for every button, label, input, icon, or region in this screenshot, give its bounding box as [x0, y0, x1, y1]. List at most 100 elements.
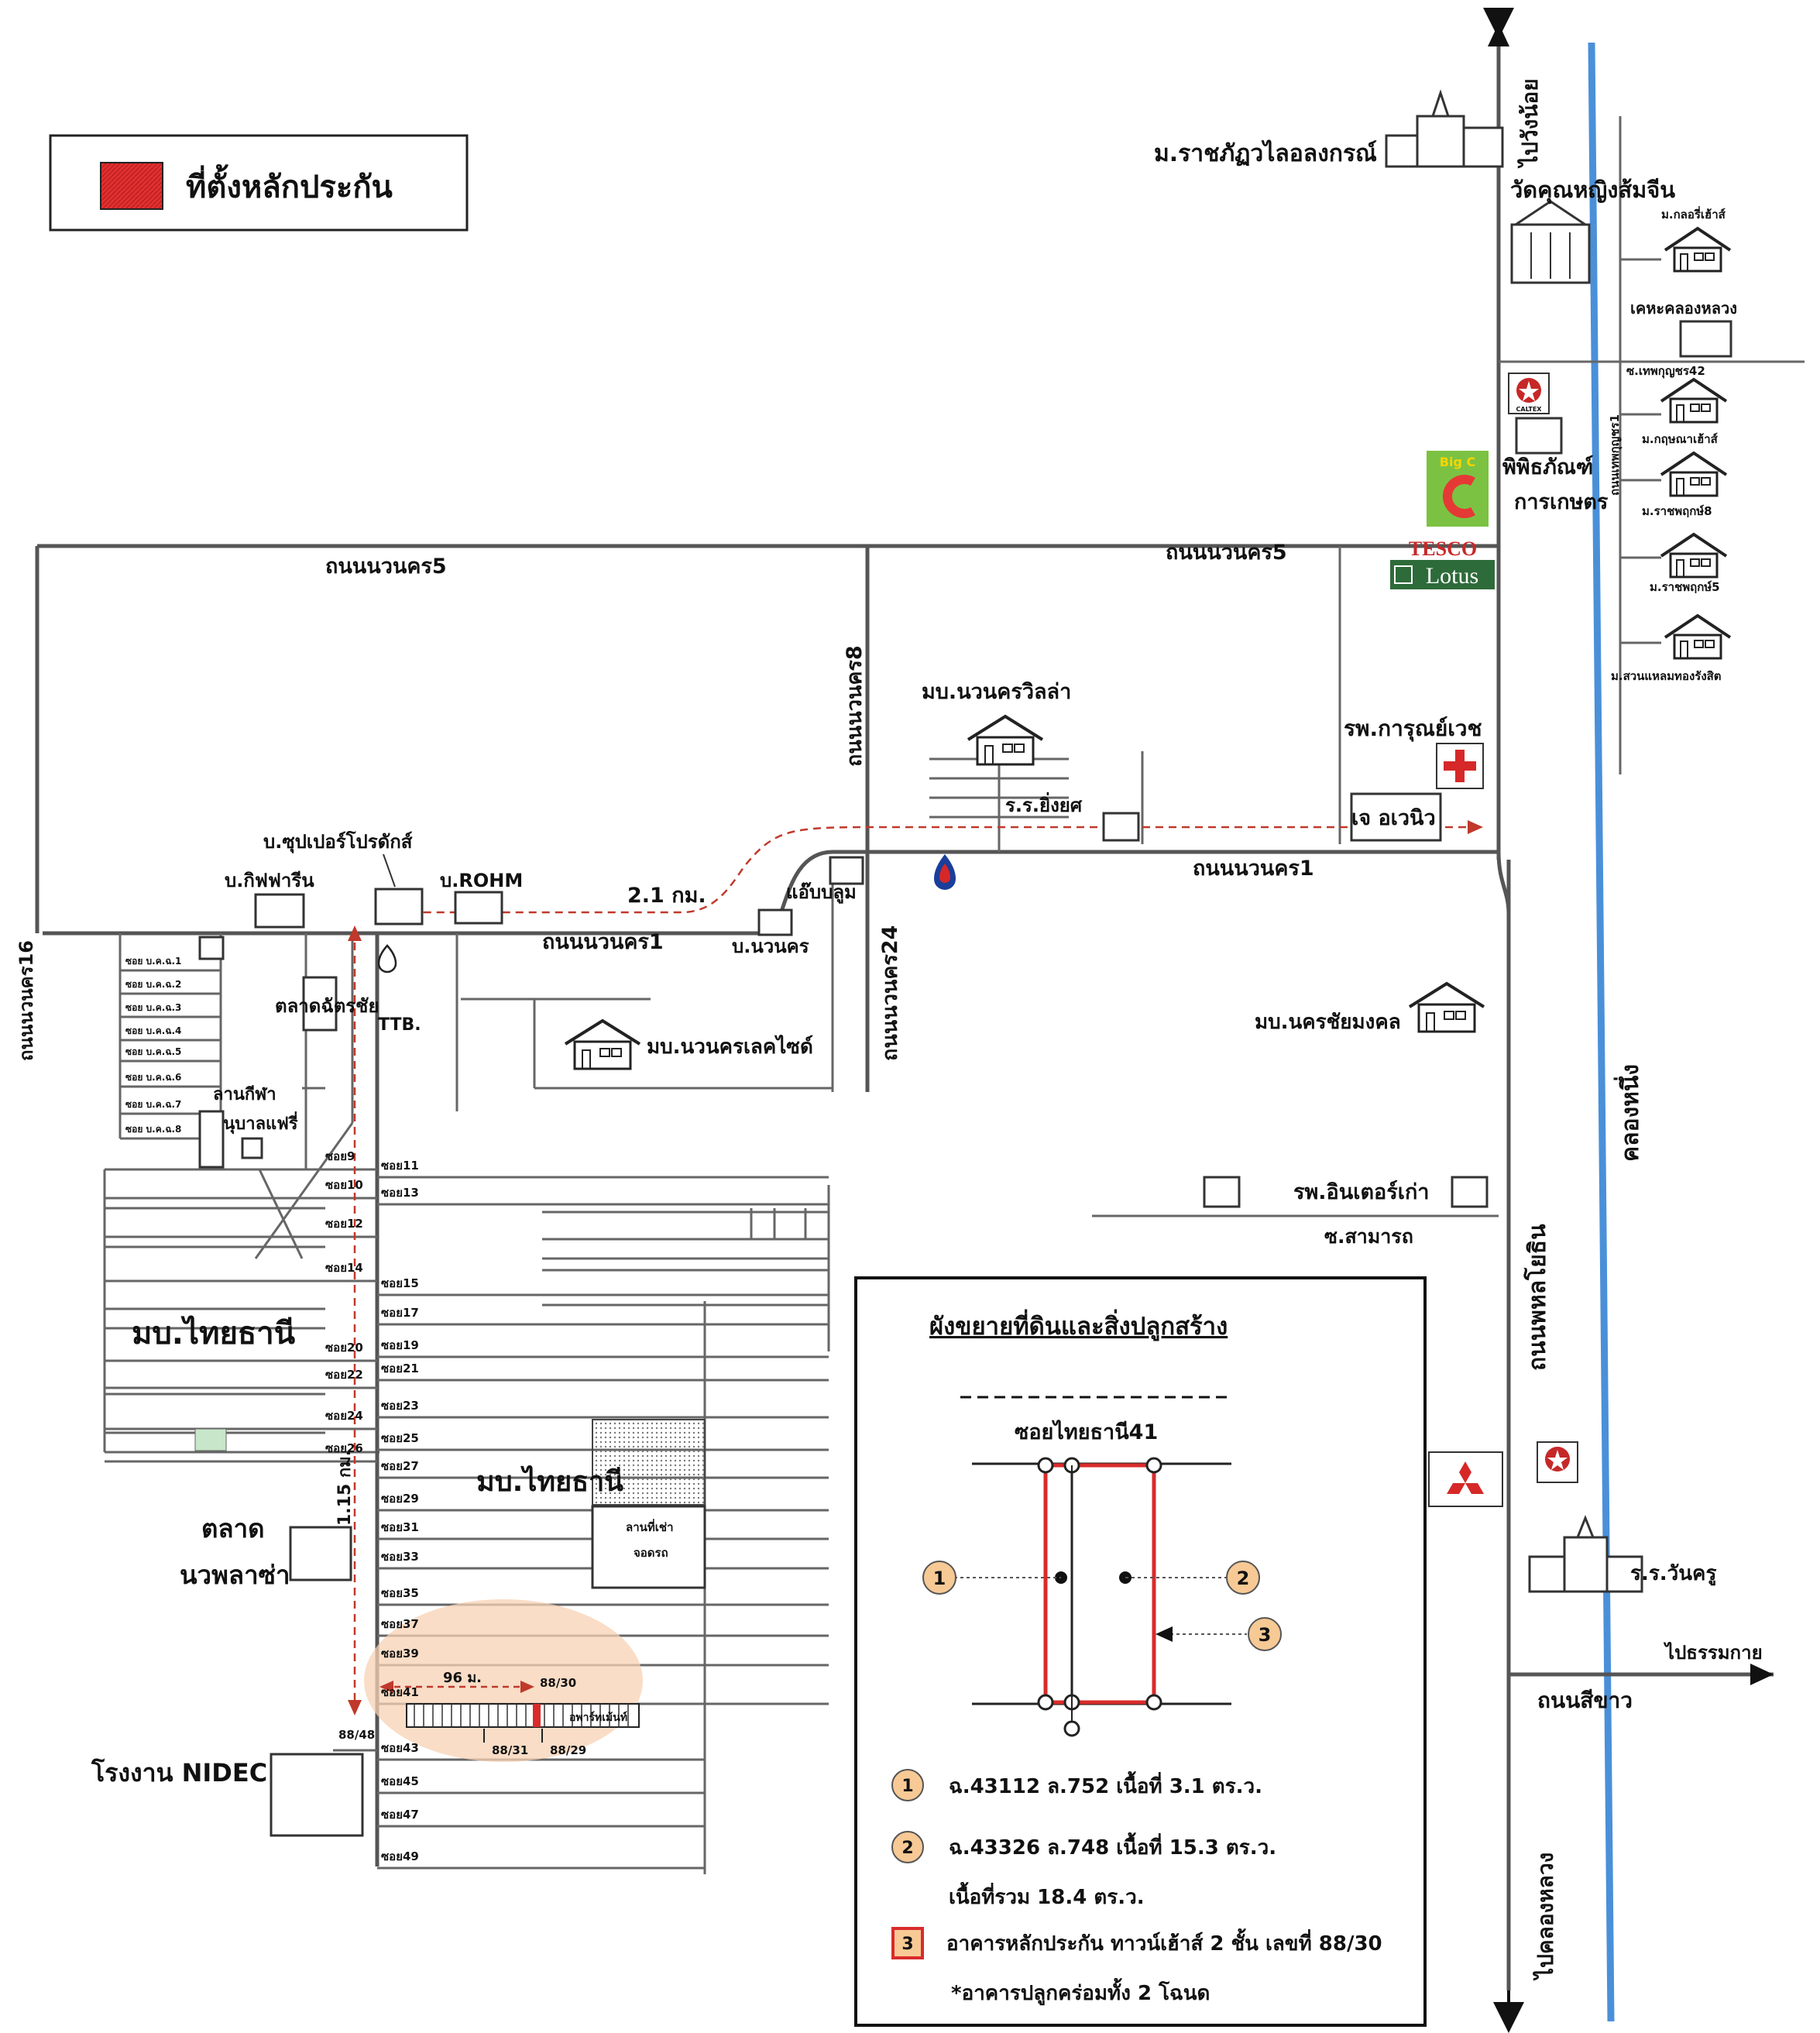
navanakorn24-label: ถนนนวนคร24	[878, 925, 902, 1061]
caltex-logo-bottom	[1537, 1441, 1578, 1483]
khlong-luang-municipality-label: เคหะคลองหลวง	[1630, 299, 1737, 318]
house-icon	[1660, 451, 1728, 497]
navanakorn5-west-label: ถนนนวนคร5	[325, 555, 447, 579]
soi-left-label: ซอย22	[325, 1368, 363, 1382]
lakeside-house-icon	[564, 1018, 641, 1070]
caltex-logo-top: CALTEX	[1508, 373, 1550, 414]
villa-label: มบ.นวนครวิลล่า	[922, 680, 1071, 704]
detail-soi-label: ซอยไทยธานี41	[1015, 1420, 1158, 1444]
svg-text:Big C: Big C	[1440, 455, 1475, 469]
soi-right-label: ซอย49	[381, 1849, 419, 1863]
soi-right-label: ซอย47	[381, 1808, 419, 1822]
detail-panel: ผังขยายที่ดินและสิ่งปลูกสร้าง ซอยไทยธานี…	[854, 1276, 1427, 2027]
kiffarin-label: บ.กิฟฟารีน	[225, 870, 314, 891]
soi-right-label: ซอย41	[381, 1685, 419, 1699]
ratchaphruek5-label: ม.ราชพฤกษ์5	[1650, 580, 1720, 594]
soi-bk-label: ซอย บ.ค.ฉ.8	[125, 1124, 181, 1135]
museum-label-1: พิพิธภัณฑ์	[1502, 455, 1593, 479]
super-products-label: บ.ซุปเปอร์โปรดักส์	[263, 830, 413, 854]
townhouse-row: อพาร์ทเม้นท์	[406, 1703, 640, 1728]
collateral-unit	[533, 1704, 541, 1727]
ap-plum-label: แอ๊บบลูม	[786, 881, 857, 904]
phahonyothin-road	[1483, 8, 1524, 2033]
soi-left-label: ซอย12	[325, 1217, 363, 1231]
navanakorn5-east-label: ถนนนวนคร5	[1166, 541, 1287, 565]
big-c-logo: Big C	[1427, 451, 1489, 527]
museum-label-2: การเกษตร	[1514, 490, 1609, 514]
thepkunchorn1-label: ถนนเทพกุญชร1	[1608, 414, 1623, 496]
soi-right-label: ซอย33	[381, 1550, 419, 1564]
nidec-label: โรงงาน NIDEC	[91, 1758, 267, 1787]
glory-house-label: ม.กลอรี่เฮ้าส์	[1661, 206, 1726, 222]
legend: ที่ตั้งหลักประกัน	[49, 134, 469, 232]
soi-left-label: ซอย26	[325, 1441, 363, 1455]
soi-left-label: ซอย20	[325, 1341, 363, 1355]
route-distance-label: 2.1 กม.	[627, 884, 706, 908]
villa-house-icon	[967, 714, 1044, 766]
sikhao-label: ถนนสีขาว	[1537, 1688, 1633, 1713]
soi-bk-label: ซอย บ.ค.ฉ.2	[125, 979, 181, 990]
apartment-label: อพาร์ทเม้นท์	[569, 1711, 627, 1724]
soi-bk-label: ซอย บ.ค.ฉ.7	[125, 1099, 181, 1110]
svg-text:TESCO: TESCO	[1409, 537, 1477, 560]
soi-bk-label: ซอย บ.ค.ฉ.1	[125, 956, 181, 967]
soi-right-label: ซอย19	[381, 1338, 419, 1352]
sports-field-label: ลานกีฬา	[213, 1085, 276, 1104]
svg-text:1: 1	[901, 1777, 913, 1796]
route-2-1km	[379, 826, 1479, 914]
deed1-text: ฉ.43112 ล.752 เนื้อที่ 3.1 ตร.ว.	[949, 1770, 1262, 1798]
khlong-luang-box	[1679, 320, 1732, 358]
caltex-label: CALTEX	[1516, 406, 1543, 413]
ttb-label: TTB.	[378, 1015, 421, 1035]
to-wang-noi-label: ไปวังน้อย	[1517, 78, 1543, 169]
soi-bk-label: ซอย บ.ค.ฉ.6	[125, 1072, 181, 1083]
collateral-building-outline	[1043, 1463, 1156, 1705]
svg-text:2: 2	[901, 1839, 913, 1858]
kindergarten-label: อนุบาลแฟรี่	[213, 1111, 298, 1135]
market-label-2: นวพลาซ่า	[180, 1560, 290, 1590]
detail-title: ผังขยายที่ดินและสิ่งปลูกสร้าง	[929, 1309, 1228, 1341]
kritsana-house-label: ม.กฤษณาเฮ้าส์	[1642, 432, 1719, 446]
house-icon	[1660, 532, 1728, 579]
chatchai-market-label: ตลาดฉัตรชัย	[275, 995, 379, 1017]
soi-left-label: ซอย10	[325, 1178, 363, 1192]
to-thammakai-label: ไปธรรมกาย	[1663, 1641, 1763, 1664]
ratchaphruek8-label: ม.ราชพฤกษ์8	[1642, 504, 1712, 518]
house-88-30: 88/30	[540, 1676, 576, 1690]
rajabhat-building-icon	[1385, 89, 1504, 168]
hospital-cross-icon	[1436, 743, 1484, 789]
east-houses	[1660, 226, 1732, 660]
lakeside-label: มบ.นวนครเลคไซด์	[647, 1034, 813, 1059]
mitsubishi-logo	[1428, 1451, 1503, 1507]
karunwet-label: รพ.การุณย์เวช	[1344, 716, 1482, 742]
navanakorn1-east-label: ถนนนวนคร1	[1193, 857, 1314, 881]
house-88-31: 88/31	[492, 1743, 528, 1757]
svg-text:2: 2	[1237, 1568, 1250, 1589]
soi-right-label: ซอย11	[381, 1159, 419, 1173]
inter-hospital-label: รพ.อินเตอร์เก่า	[1293, 1180, 1429, 1204]
suan-laem-label: ม.สวนแหลมทองรังสิต	[1611, 669, 1722, 683]
nakhon-chai-house-icon	[1408, 981, 1485, 1033]
soi-right-label: ซอย25	[381, 1431, 419, 1445]
school-yingyot-label: ร.ร.ยิ่งยศ	[1005, 792, 1083, 816]
horizontal-distance-label: 96 ม.	[443, 1670, 482, 1686]
wat-label: วัดคุณหญิงส้มจีน	[1510, 177, 1675, 204]
deed2-text: ฉ.43326 ล.748 เนื้อที่ 15.3 ตร.ว.	[949, 1832, 1276, 1860]
rajabhat-label: ม.ราชภัฏวไลอลงกรณ์	[1154, 139, 1377, 167]
total-area-text: เนื้อที่รวม 18.4 ตร.ว.	[949, 1881, 1145, 1909]
svg-text:1: 1	[933, 1568, 946, 1589]
tesco-lotus-logo: TESCO Lotus	[1390, 537, 1495, 589]
khlong-nueng-label: คลองหนึ่ง	[1613, 1064, 1644, 1162]
soi-right-label: ซอย45	[381, 1774, 419, 1788]
phahonyothin-label: ถนนพหลโยธิน	[1523, 1224, 1551, 1371]
khlong-nueng-canal	[1588, 42, 1615, 2022]
building-text: อาคารหลักประกัน ทาวน์เฮ้าส์ 2 ชั้น เลขที…	[946, 1928, 1382, 1956]
navanakorn16-label: ถนนนวนคร16	[15, 940, 37, 1061]
soi-right-label: ซอย37	[381, 1617, 419, 1631]
b-navanakorn-label: บ.นวนคร	[732, 936, 809, 957]
rohm-label: บ.ROHM	[440, 870, 523, 891]
soi-bk-label: ซอย บ.ค.ฉ.4	[125, 1025, 181, 1036]
soi-left-label: ซอย24	[325, 1409, 363, 1423]
parking-label-2: จอดรถ	[634, 1546, 668, 1560]
soi-right-label: ซอย31	[381, 1520, 419, 1534]
